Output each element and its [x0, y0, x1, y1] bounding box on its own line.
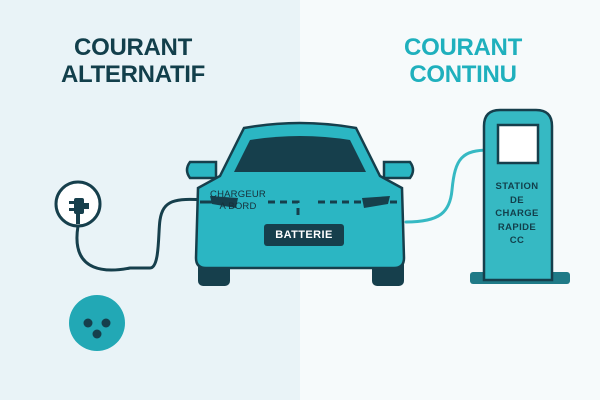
ac-heading-line-1: COURANT — [74, 34, 192, 61]
ac-heading-line-2: ALTERNATIF — [60, 61, 206, 88]
battery-label: BATTERIE — [264, 224, 344, 246]
onboard-charger-line-2: A BORD — [219, 201, 257, 212]
charging-station-icon — [470, 108, 570, 284]
ac-heading: COURANT ALTERNATIF — [3, 34, 263, 88]
station-line-1: STATION — [495, 181, 539, 192]
dc-heading-line-2: CONTINU — [409, 61, 517, 88]
onboard-charger-line-1: CHARGEUR — [210, 189, 266, 200]
ac-plug-icon — [54, 180, 102, 228]
dc-heading-line-1: COURANT — [404, 34, 522, 61]
station-label: STATION DE CHARGE RAPIDE CC — [484, 180, 550, 248]
electric-car-icon — [185, 121, 415, 286]
dc-heading: COURANT CONTINU — [333, 34, 593, 88]
station-line-2: DE — [510, 194, 524, 206]
station-line-3: CHARGE — [495, 208, 539, 219]
dc-cable — [404, 148, 492, 224]
ac-cable — [75, 197, 207, 272]
station-line-4: RAPIDE — [497, 221, 537, 233]
onboard-charger-label: CHARGEUR A BORD — [206, 189, 270, 213]
socket-icon — [69, 295, 125, 351]
station-line-5: CC — [509, 235, 525, 246]
